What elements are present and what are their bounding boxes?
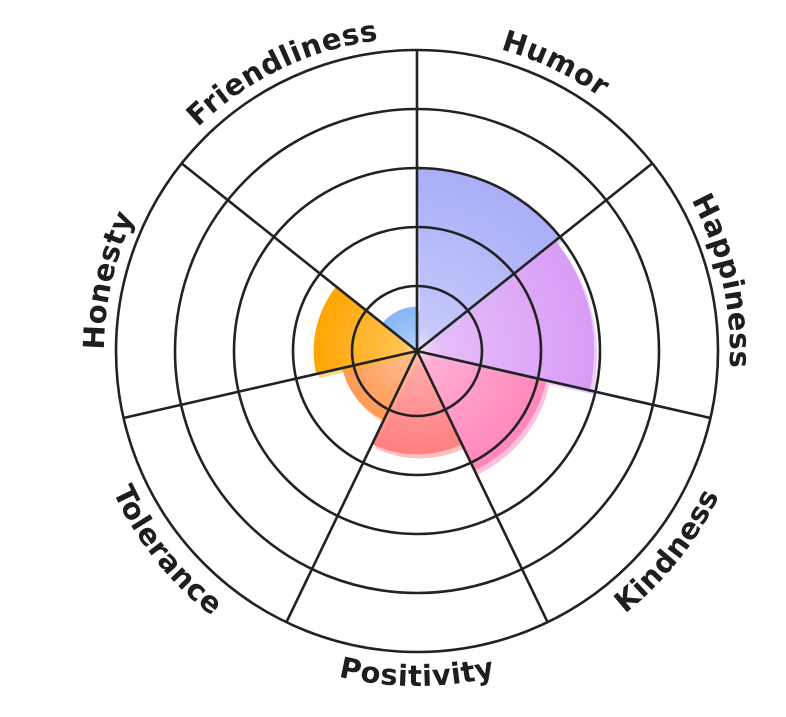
sector-honesty[interactable] [313,286,417,374]
sector-positivity[interactable] [372,351,462,455]
category-label-tolerance: Tolerance [106,479,229,621]
sector-happiness[interactable] [417,240,595,391]
category-label-humor: Humor [498,23,616,103]
grid-spoke [416,349,711,420]
grid-spoke [180,162,418,353]
grid-spoke [416,162,654,353]
category-label-happiness: Happiness [685,188,757,369]
category-label-friendliness: Friendliness [180,14,380,133]
sector-friendliness[interactable] [382,306,417,351]
category-label-kindness: Kindness [608,483,726,619]
grid-layer [114,48,720,654]
category-label-positivity: Positivity [337,650,497,693]
category-label-honesty: Honesty [77,205,141,350]
grid-spoke [285,350,419,623]
grid-spoke [415,350,549,623]
sector-kindness[interactable] [417,351,547,471]
sector-humor[interactable] [417,168,561,351]
grid-spoke [123,349,418,420]
